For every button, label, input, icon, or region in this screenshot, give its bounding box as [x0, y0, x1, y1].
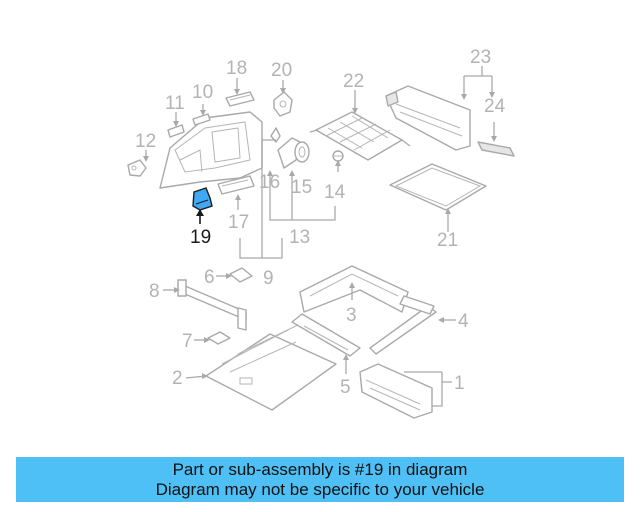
- callout-10: 10: [192, 82, 213, 103]
- part-18-handle: [225, 91, 255, 107]
- callout-8: 8: [149, 281, 160, 302]
- callout-15: 15: [291, 177, 312, 198]
- callout-11: 11: [165, 93, 185, 114]
- callout-4: 4: [458, 311, 469, 332]
- part-1-storage-box: [359, 363, 433, 419]
- part-11-bracket: [167, 124, 185, 138]
- callout-23: 23: [470, 47, 491, 68]
- callout-2: 2: [172, 368, 183, 389]
- callout-24: 24: [484, 96, 506, 117]
- part-2-floor-board: [205, 321, 337, 411]
- callout-22: 22: [343, 71, 364, 92]
- callout-13: 13: [289, 227, 310, 248]
- callout-18: 18: [226, 58, 247, 79]
- part-3-sill-panel: [299, 265, 409, 313]
- callout-3: 3: [346, 305, 357, 326]
- banner-line-1: Part or sub-assembly is #19 in diagram: [172, 460, 468, 479]
- info-banner: Part or sub-assembly is #19 in diagram D…: [16, 457, 624, 502]
- banner-line-2: Diagram may not be specific to your vehi…: [155, 480, 485, 499]
- part-23-tonneau-cover: [385, 85, 471, 151]
- callout-17: 17: [228, 212, 249, 233]
- part-12-clip: [127, 159, 147, 177]
- callout-1: 1: [454, 373, 465, 394]
- callout-5: 5: [340, 377, 351, 398]
- part-6-pad: [229, 267, 253, 283]
- part-14-screw: [332, 150, 344, 162]
- callout-16: 16: [259, 172, 280, 193]
- callout-7: 7: [182, 331, 193, 352]
- part-22-cargo-net: [309, 111, 411, 161]
- callout-9: 9: [263, 268, 274, 289]
- part-5-step-plate: [291, 313, 361, 357]
- callout-21: 21: [437, 230, 458, 251]
- arrowheads: [143, 88, 497, 379]
- quarter-trim-panel: [159, 111, 263, 189]
- part-15-cap: [294, 141, 310, 163]
- part-21-floor-mat: [389, 163, 487, 211]
- part-20-hook: [273, 91, 293, 117]
- part-17-plate: [217, 175, 255, 195]
- part-4-side-trim: [369, 295, 437, 355]
- callout-14: 14: [324, 182, 346, 203]
- callout-6: 6: [204, 267, 215, 288]
- parts-diagram: 12 11 10 18 20 22 23 24 16 15 14 17 13 9…: [127, 47, 515, 419]
- callout-19-highlighted: 19: [190, 227, 211, 248]
- part-19-highlighted[interactable]: [192, 187, 213, 211]
- callout-labels: 12 11 10 18 20 22 23 24 16 15 14 17 13 9…: [135, 47, 506, 398]
- callout-12: 12: [135, 131, 156, 152]
- part-7-pad: [207, 331, 231, 345]
- callout-20: 20: [271, 60, 292, 81]
- part-24-end-cap: [477, 141, 515, 157]
- part-8-rail: [177, 279, 247, 331]
